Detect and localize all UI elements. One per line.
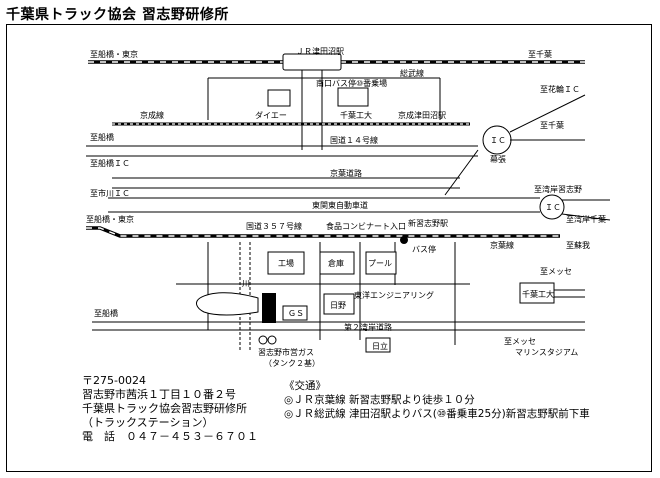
access-line1: ◎ＪＲ京葉線 新習志野駅より徒歩１０分 [284,394,475,406]
hitachi-building [365,337,391,353]
label-ic-right: ＩＣ [545,203,561,212]
label-keisei-line: 京成線 [140,110,164,120]
label-kawa: 川 [242,279,250,288]
label-conbinato: 食品コンビナート入口 [326,221,406,231]
access-line2: ◎ＪＲ総武線 津田沼駅よりバス(⑩番乗車25分)新習志野駅前下車 [284,408,590,420]
label-chiba-kodai-top: 千葉工大 [340,110,372,120]
keiyo-railway [86,226,560,238]
label-kojo: 工場 [278,258,294,268]
label-to-ichikawa-ic: 至市川ＩＣ [90,188,130,198]
route14-road [86,145,478,157]
label-souko: 倉庫 [328,258,344,268]
lower-vertical-roads [207,242,456,345]
label-shin-narashino: 新習志野駅 [408,218,448,228]
ic-roads-top [444,94,586,196]
phone: 電 話 ０４７－４５３－６７０１ [82,430,258,443]
label-marine-stadium: マリンスタジアム [515,348,578,357]
jr-tsudanuma-station [282,53,342,71]
label-to-soga: 至蘇我 [566,240,590,250]
address-line3: （トラックステーション） [82,416,214,429]
gas-tank-1 [258,335,268,345]
label-route14: 国道１４号線 [330,135,378,145]
gas-tank-2 [267,335,277,345]
label-makuhari: 幕張 [490,154,506,164]
label-keisei-tsudanuma: 京成津田沼駅 [398,110,446,120]
page-title: 千葉県トラック協会 習志野研修所 [6,7,229,23]
kojo-building [267,251,305,275]
label-tokyo-eng: 東洋エンジニアリング [354,290,434,300]
bus-stop-dot [400,236,408,244]
pool-building [365,251,397,275]
chiba-kodai-low-building [519,282,555,304]
zip-code: 〒275-0024 [82,374,146,387]
chiba-kodai-building [337,87,369,107]
label-keiyo-road: 京葉道路 [330,168,362,178]
label-tank: （タンク２基） [264,358,320,368]
address-line2: 千葉県トラック協会習志野研修所 [82,402,247,415]
address-line1: 習志野市茜浜１丁目１０番２号 [82,388,236,401]
label-chiba-kodai-low: 千葉工大 [522,289,554,299]
label-pool: プール [368,259,392,268]
label-to-funabashi-tokyo-low: 至船橋・東京 [86,214,134,224]
wangan2-road [92,321,585,331]
station-roads [207,70,441,150]
access-block: 《交通》 ◎ＪＲ京葉線 新習志野駅より徒歩１０分 ◎ＪＲ総武線 津田沼駅よりバス… [284,379,590,421]
hino-building [323,293,355,315]
label-gas: 習志野市営ガス [258,347,314,357]
address-block: 〒275-0024 習志野市茜浜１丁目１０番２号 千葉県トラック協会習志野研修所… [82,374,258,444]
label-daiei: ダイエー [255,110,287,120]
label-to-messe-top: 至メッセ [540,267,572,276]
souko-building [319,251,355,275]
label-wangan2: 第２湾岸道路 [344,322,392,332]
daiei-building [267,89,291,107]
label-gs: ＧＳ [288,309,304,318]
label-to-funabashi-low: 至船橋 [94,308,118,318]
label-bus-stop: バス停 [412,244,436,254]
label-hino: 日野 [330,301,346,310]
label-route357: 国道３５７号線 [246,221,302,231]
label-jr-tsudanuma: ＪＲ津田沼駅 [296,46,344,56]
label-to-chiba-top: 至千葉 [528,49,552,59]
label-bus-stop-south: 南口バス停⑩番乗場 [316,78,387,88]
label-ic-top: ＩＣ [490,136,506,145]
label-to-messe-low: 至メッセ [504,337,536,346]
map-frame [6,24,652,472]
label-to-funabashi-mid: 至船橋 [90,132,114,142]
higashikanto-road [108,197,540,213]
label-to-funabashi-tokyo-top: 至船橋・東京 [90,49,138,59]
label-keiyo-line: 京葉線 [490,240,514,250]
label-to-hanawa-ic: 至花輪ＩＣ [540,84,580,94]
access-heading: 《交通》 [284,380,326,392]
label-to-funabashi-ic: 至船橋ＩＣ [90,158,130,168]
training-center-marker [262,293,276,323]
pointing-hand-icon [196,292,259,316]
label-to-chiba-mid: 至千葉 [540,120,564,130]
label-sobu-line: 総武線 [400,68,424,78]
ic-roads-right [561,199,611,221]
keiyo-road [112,177,460,189]
label-to-wangan-chiba: 至湾岸千葉 [566,214,606,224]
label-hitachi: 日立 [372,341,388,351]
ic-circle-right [539,194,565,220]
label-to-wangan-narashino: 至湾岸習志野 [534,184,582,194]
river [239,242,251,350]
label-higashikanto: 東関東自動車道 [312,200,368,210]
gs-building [282,305,308,321]
